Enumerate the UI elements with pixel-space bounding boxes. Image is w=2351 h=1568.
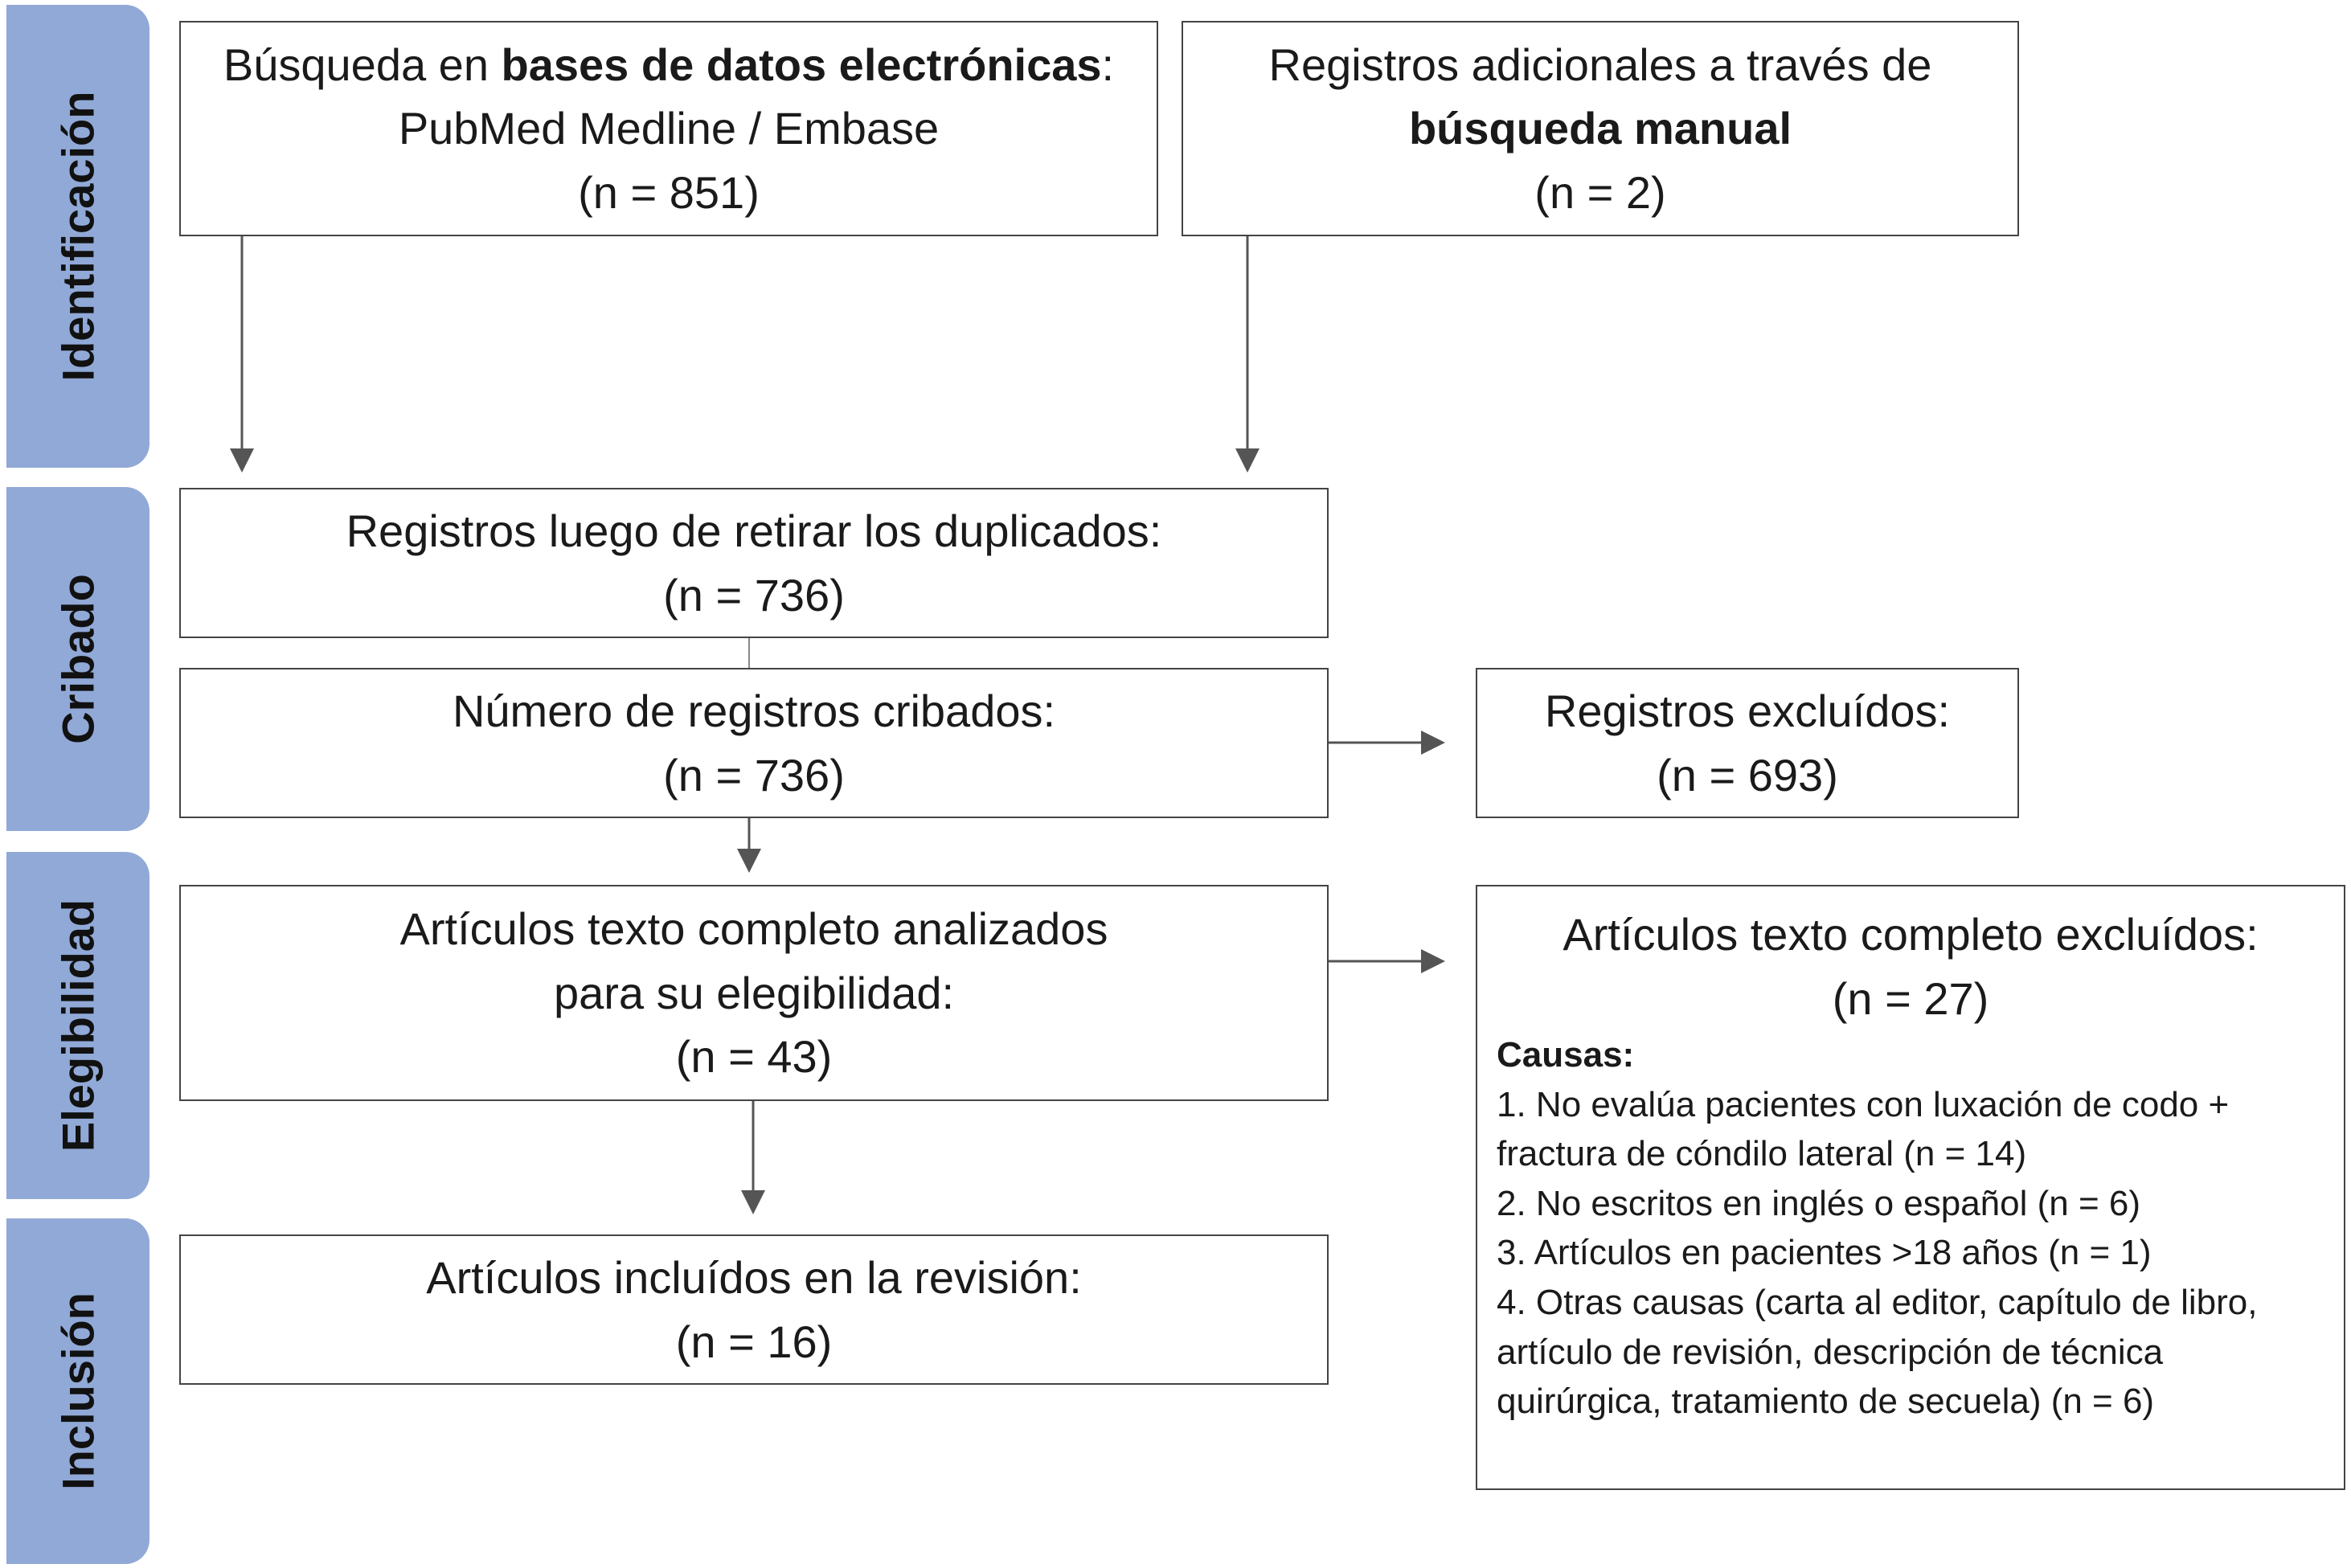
databases-bold: bases de datos electrónicas: [501, 39, 1102, 90]
databases-suffix: :: [1101, 39, 1115, 90]
phase-tab-inclusion: Inclusión: [6, 1218, 149, 1564]
screened-count: (n = 736): [663, 749, 845, 800]
phase-tab-identification: Identificación: [6, 5, 149, 468]
phase-tab-eligibility: Elegibilidad: [6, 852, 149, 1199]
excluded-box: Registros excluídos: (n = 693): [1476, 668, 2019, 818]
databases-prefix: Búsqueda en: [223, 39, 502, 90]
fulltext-subtitle: para su elegibilidad:: [553, 967, 955, 1018]
excluded-title: Registros excluídos:: [1544, 685, 1951, 736]
cause-line: quirúrgica, tratamiento de secuela) (n =…: [1497, 1382, 2155, 1422]
databases-title: Búsqueda en bases de datos electrónicas:: [223, 33, 1114, 97]
cause-line: fractura de cóndilo lateral (n = 14): [1497, 1134, 2027, 1174]
fulltext-excluded-title: Artículos texto completo excluídos:: [1563, 909, 2259, 960]
fulltext-box: Artículos texto completo analizados para…: [179, 885, 1329, 1101]
excluded-count: (n = 693): [1657, 749, 1838, 800]
databases-box: Búsqueda en bases de datos electrónicas:…: [179, 21, 1158, 236]
manual-count: (n = 2): [1534, 166, 1666, 218]
cause-line: artículo de revisión, descripción de téc…: [1497, 1332, 2164, 1372]
cause-line: 2. No escritos en inglés o español (n = …: [1497, 1183, 2141, 1223]
deduplicated-title: Registros luego de retirar los duplicado…: [346, 505, 1162, 556]
included-count: (n = 16): [675, 1316, 833, 1367]
manual-title: Registros adicionales a través de: [1268, 39, 1932, 90]
causes-list: Causas: 1. No evalúa pacientes con luxac…: [1477, 1030, 2344, 1427]
manual-bold: búsqueda manual: [1408, 103, 1792, 154]
manual-box: Registros adicionales a través de búsque…: [1182, 21, 2019, 236]
phase-label-eligibility: Elegibilidad: [52, 899, 104, 1152]
included-title: Artículos incluídos en la revisión:: [426, 1251, 1082, 1303]
deduplicated-box: Registros luego de retirar los duplicado…: [179, 488, 1329, 638]
fulltext-title: Artículos texto completo analizados: [399, 903, 1108, 955]
cause-line: 3. Artículos en pacientes >18 años (n = …: [1497, 1233, 2152, 1273]
phase-tab-screening: Cribado: [6, 487, 149, 831]
screened-box: Número de registros cribados: (n = 736): [179, 668, 1329, 818]
included-box: Artículos incluídos en la revisión: (n =…: [179, 1234, 1329, 1385]
causes-header: Causas:: [1497, 1035, 1635, 1075]
databases-count: (n = 851): [578, 166, 760, 218]
fulltext-excluded-count: (n = 27): [1832, 972, 1989, 1024]
databases-sources: PubMed Medline / Embase: [398, 103, 940, 154]
deduplicated-count: (n = 736): [663, 569, 845, 620]
cause-line: 4. Otras causas (carta al editor, capítu…: [1497, 1283, 2258, 1322]
fulltext-count: (n = 43): [675, 1031, 833, 1083]
screened-title: Número de registros cribados:: [452, 685, 1056, 736]
phase-label-screening: Cribado: [52, 574, 104, 744]
cause-line: 1. No evalúa pacientes con luxación de c…: [1497, 1084, 2230, 1124]
phase-label-inclusion: Inclusión: [52, 1292, 104, 1490]
phase-label-identification: Identificación: [52, 91, 104, 382]
fulltext-excluded-box: Artículos texto completo excluídos: (n =…: [1476, 885, 2345, 1490]
